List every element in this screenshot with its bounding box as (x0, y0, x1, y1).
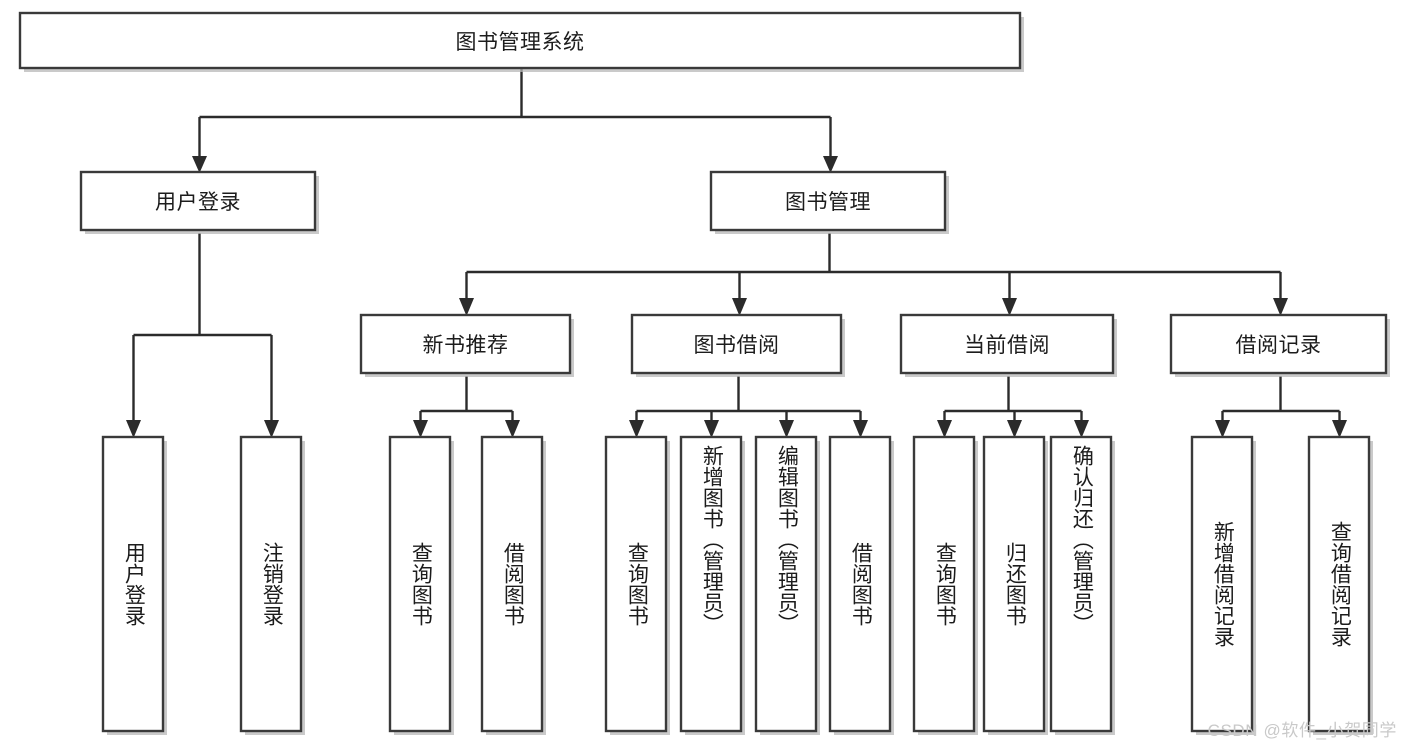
box-leaf-return-book[interactable] (982, 435, 1048, 735)
box-leaf-query-book-2[interactable] (604, 435, 670, 735)
box-leaf-logout-login[interactable] (239, 435, 305, 735)
box-leaf-query-book-3[interactable] (912, 435, 978, 735)
box-current-borrow[interactable] (899, 313, 1117, 377)
box-user-login[interactable] (79, 170, 319, 234)
connector-new-book-recommend-to-leaves (413, 376, 520, 438)
box-leaf-add-record[interactable] (1190, 435, 1256, 735)
box-leaf-query-record[interactable] (1307, 435, 1373, 735)
box-borrow-record[interactable] (1169, 313, 1390, 377)
box-leaf-borrow-book-1[interactable] (480, 435, 546, 735)
box-leaf-query-book-1[interactable] (388, 435, 454, 735)
box-book-borrow[interactable] (630, 313, 845, 377)
box-leaf-borrow-book-2[interactable] (828, 435, 894, 735)
box-leaf-add-book[interactable] (679, 435, 745, 735)
box-leaf-confirm-return[interactable] (1049, 435, 1115, 735)
box-leaf-user-login[interactable] (101, 435, 167, 735)
box-new-book-recommend[interactable] (359, 313, 574, 377)
connector-book-borrow-to-leaves (629, 376, 868, 438)
box-leaf-edit-book[interactable] (754, 435, 820, 735)
connector-user-login-to-leaves (126, 233, 279, 438)
connector-borrow-record-to-leaves (1215, 376, 1347, 438)
connector-root-to-level2 (192, 69, 838, 173)
connector-current-borrow-to-leaves (937, 376, 1089, 438)
box-book-management[interactable] (709, 170, 949, 234)
connector-book-management-to-level3 (459, 233, 1288, 316)
box-root[interactable] (18, 11, 1024, 72)
